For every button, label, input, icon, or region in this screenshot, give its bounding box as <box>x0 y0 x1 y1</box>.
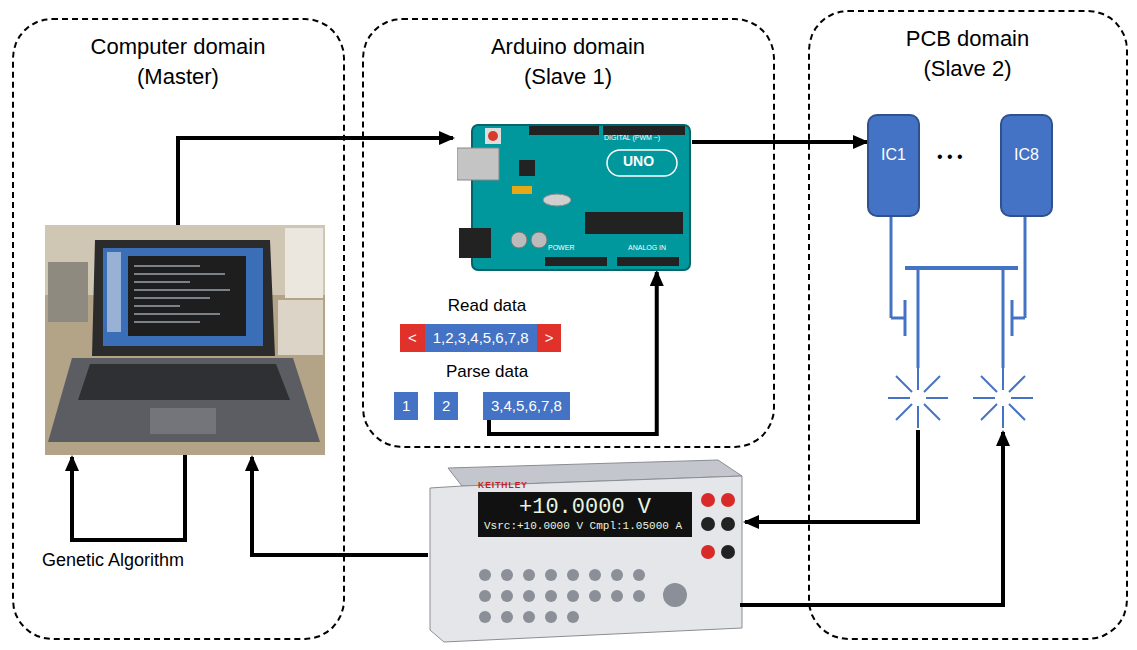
data-text: 2 <box>442 397 450 414</box>
data-box: 1,2,3,4,5,6,7,8 <box>425 324 537 352</box>
data-box: 1 <box>394 392 418 420</box>
ic-label: IC8 <box>1002 146 1051 164</box>
keithley-instrument <box>430 460 742 642</box>
data-text: < <box>408 329 417 346</box>
display-readout: Vsrc:+10.0000 V Cmpl:1.05000 A <box>484 520 686 532</box>
board-logo: UNO <box>623 153 654 169</box>
ic-chip: IC8 <box>1000 114 1053 217</box>
led-sparkle <box>888 368 1033 428</box>
delimiter-box: < <box>400 324 425 352</box>
sourcemeter-display: KEITHLEY +10.0000 VVsrc:+10.0000 V Cmpl:1… <box>478 480 692 537</box>
ellipsis-dots: • • • <box>937 148 963 166</box>
domain-region: Arduino domain (Slave 1) UNO <1,2,3,4,5,6,… <box>362 18 775 448</box>
laptop-photo <box>45 225 325 455</box>
ic-chip: IC1 <box>867 114 920 217</box>
delimiter-box: > <box>537 324 562 352</box>
brand-name: KEITHLEY <box>478 480 692 490</box>
step-label: Parse data <box>446 362 528 382</box>
domain-region: PCB domain (Slave 2) IC1 IC8 <box>808 10 1128 640</box>
switch-circuit <box>891 215 1025 368</box>
signal-arrow <box>692 140 867 144</box>
data-box: 2 <box>434 392 458 420</box>
data-text: 3,4,5,6,7,8 <box>491 397 562 414</box>
data-box: 3,4,5,6,7,8 <box>483 392 570 420</box>
region-title: Arduino domain (Slave 1) <box>478 32 658 92</box>
display-readout: +10.0000 V <box>484 495 686 520</box>
domain-region: Computer domain (Master) <box>12 18 345 640</box>
board-silkscreen: POWER <box>548 244 574 251</box>
region-title: PCB domain (Slave 2) <box>898 24 1038 84</box>
region-title: Computer domain (Master) <box>83 32 273 92</box>
process-label: Genetic Algorithm <box>42 550 184 571</box>
display-screen: +10.0000 VVsrc:+10.0000 V Cmpl:1.05000 A <box>478 492 692 537</box>
step-label: Read data <box>448 296 526 316</box>
data-text: 1,2,3,4,5,6,7,8 <box>433 329 529 346</box>
board-silkscreen: ANALOG IN <box>628 244 666 251</box>
ic-label: IC1 <box>869 146 918 164</box>
data-text: 1 <box>402 397 410 414</box>
board-silkscreen: DIGITAL (PWM ~) <box>604 134 660 141</box>
data-text: > <box>545 329 554 346</box>
